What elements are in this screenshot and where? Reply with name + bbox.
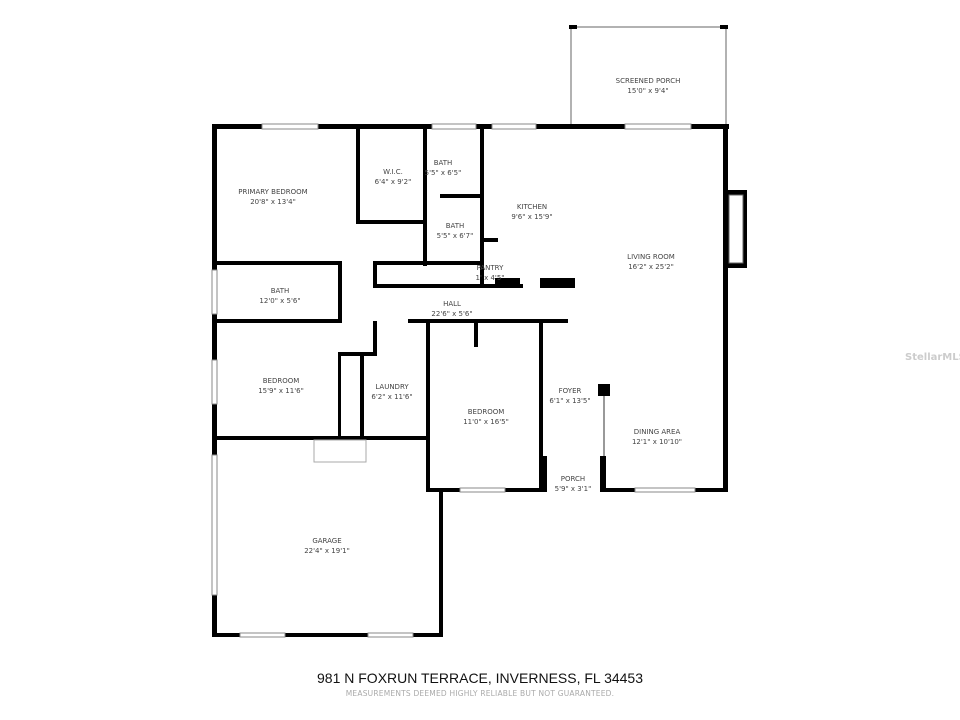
room-bedroom-1: BEDROOM 15'9" x 11'6" [258,376,304,396]
room-name: GARAGE [312,537,342,545]
room-size: 1' x 4'5" [475,274,505,282]
room-size: 12'1" x 10'10" [631,438,683,446]
room-bath-1: BATH 5'5" x 6'5" [425,158,462,178]
room-name: PANTRY [476,264,504,272]
room-name: W.I.C. [383,168,403,176]
room-bedroom-2: BEDROOM 11'0" x 16'5" [463,407,509,427]
room-name: HALL [443,300,461,308]
room-name: KITCHEN [516,203,548,211]
room-size: 9'6" x 15'9" [511,213,553,221]
room-name: BATH [433,159,453,167]
room-name: PRIMARY BEDROOM [238,188,308,196]
room-size: 22'6" x 5'6" [431,310,473,318]
room-laundry: LAUNDRY 6'2" x 11'6" [371,382,412,402]
room-primary-bedroom: PRIMARY BEDROOM 20'8" x 13'4" [238,187,307,207]
room-size: 6'4" x 9'2" [374,178,412,186]
room-pantry: PANTRY 1' x 4'5" [475,263,504,283]
fireplace [725,190,747,268]
room-name: BATH [445,222,465,230]
room-porch: PORCH 5'9" x 3'1" [555,474,592,494]
room-size: 15'9" x 11'6" [258,387,304,395]
room-name: BEDROOM [262,377,300,385]
room-name: PORCH [560,475,586,483]
room-size: 6'1" x 13'5" [549,397,591,405]
room-size: 16'2" x 25'2" [628,263,674,271]
room-name: BEDROOM [467,408,505,416]
room-size: 20'8" x 13'4" [250,198,296,206]
room-hall: HALL 22'6" x 5'6" [431,299,472,319]
room-name: LIVING ROOM [627,253,675,261]
room-kitchen: KITCHEN 9'6" x 15'9" [511,202,552,222]
room-size: 12'0" x 5'6" [259,297,301,305]
room-dining: DINING AREA 12'1" x 10'10" [632,427,682,447]
room-living: LIVING ROOM 16'2" x 25'2" [627,252,675,272]
room-name: FOYER [558,387,582,395]
room-size: 11'0" x 16'5" [463,418,509,426]
watermark-logo: StellarMLS [905,352,960,363]
disclaimer: MEASUREMENTS DEEMED HIGHLY RELIABLE BUT … [345,689,615,698]
room-size: 15'0" x 9'4" [627,87,669,95]
room-name: BATH [270,287,290,295]
room-size: 5'5" x 6'5" [424,169,462,177]
room-garage: GARAGE 22'4" x 19'1" [304,536,350,556]
room-wic: W.I.C. 6'4" x 9'2" [375,167,412,187]
room-size: 22'4" x 19'1" [304,547,350,555]
room-bath-3: BATH 12'0" x 5'6" [259,286,300,306]
property-address: 981 N FOXRUN TERRACE, INVERNESS, FL 3445… [317,670,643,686]
room-bath-2: BATH 5'5" x 6'7" [437,221,474,241]
room-name: DINING AREA [633,428,681,436]
room-foyer: FOYER 6'1" x 13'5" [549,386,590,406]
room-name: LAUNDRY [375,383,409,391]
room-name: SCREENED PORCH [615,77,681,85]
room-screened-porch: SCREENED PORCH 15'0" x 9'4" [616,76,681,96]
windows [211,123,696,638]
room-size: 6'2" x 11'6" [371,393,413,401]
room-size: 5'5" x 6'7" [436,232,474,240]
room-size: 5'9" x 3'1" [554,485,592,493]
